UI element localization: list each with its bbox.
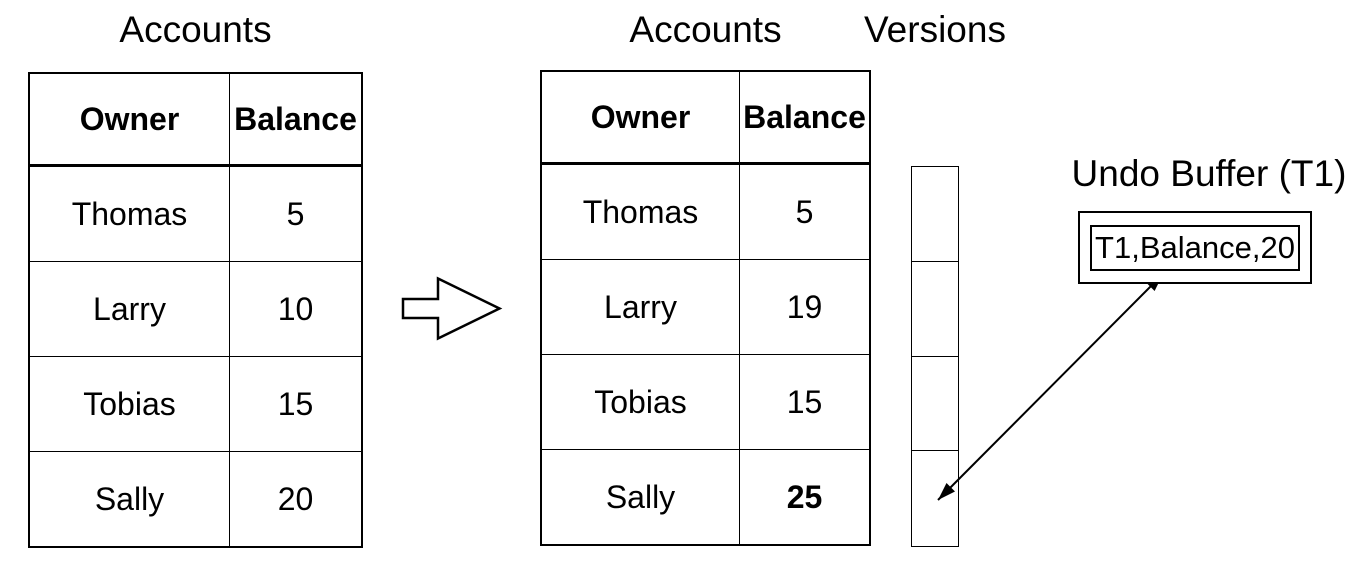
version-cell: [912, 167, 958, 262]
cell-owner: Tobias: [30, 357, 230, 452]
cell-balance-updated: 25: [740, 450, 869, 544]
undo-buffer-entry: T1,Balance,20: [1090, 224, 1300, 271]
versions-title: Versions: [864, 9, 1006, 50]
accounts-table-updated: Owner Balance Thomas 5 Larry 19 Tobias 1…: [540, 70, 871, 546]
cell-balance: 15: [230, 357, 361, 452]
version-cell: [912, 357, 958, 452]
cell-owner: Sally: [30, 452, 230, 546]
cell-balance: 19: [740, 260, 869, 355]
cell-balance: 5: [230, 167, 361, 262]
cell-balance: 20: [230, 452, 361, 546]
header-owner: Owner: [542, 72, 740, 165]
undo-buffer-box: T1,Balance,20: [1078, 211, 1312, 284]
accounts-title-left: Accounts: [119, 9, 272, 50]
cell-balance: 5: [740, 165, 869, 260]
undo-buffer-title: Undo Buffer (T1): [1071, 153, 1347, 194]
transform-arrow-icon: [401, 276, 503, 341]
version-cell: [912, 262, 958, 357]
cell-balance: 15: [740, 355, 869, 450]
cell-owner: Larry: [542, 260, 740, 355]
cell-owner: Larry: [30, 262, 230, 357]
cell-owner: Sally: [542, 450, 740, 544]
accounts-table-initial: Owner Balance Thomas 5 Larry 10 Tobias 1…: [28, 72, 363, 548]
header-balance: Balance: [230, 74, 361, 167]
cell-owner: Thomas: [542, 165, 740, 260]
cell-balance: 10: [230, 262, 361, 357]
header-balance: Balance: [740, 72, 869, 165]
header-owner: Owner: [30, 74, 230, 167]
versions-column: [911, 166, 959, 547]
version-cell: [912, 451, 958, 546]
cell-owner: Tobias: [542, 355, 740, 450]
version-pointer-arrow-icon: [937, 273, 1164, 501]
accounts-title-right: Accounts: [629, 9, 782, 50]
cell-owner: Thomas: [30, 167, 230, 262]
